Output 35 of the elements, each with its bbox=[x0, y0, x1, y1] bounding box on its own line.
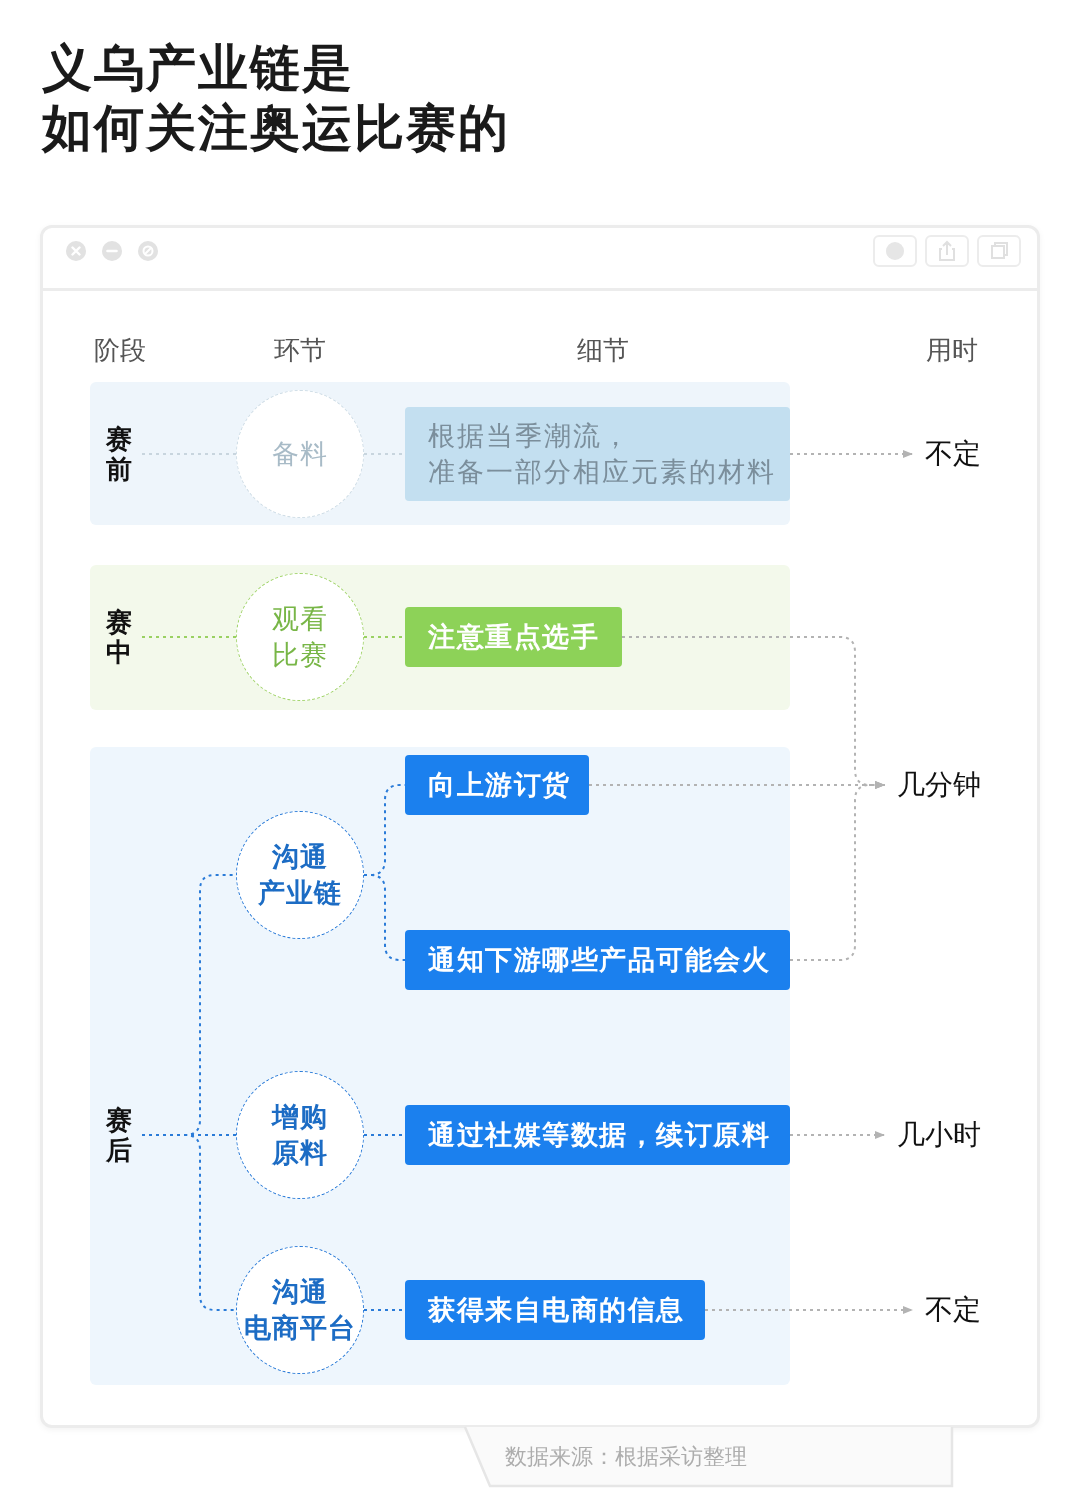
arrow bbox=[789, 450, 914, 458]
duration-label: 几分钟 bbox=[885, 766, 985, 804]
stage-label: 赛中 bbox=[96, 605, 142, 669]
step-circle: 备料 bbox=[236, 390, 364, 518]
stage-band bbox=[90, 565, 790, 710]
step-circle: 沟通电商平台 bbox=[236, 1246, 364, 1374]
column-header: 环节 bbox=[273, 334, 327, 367]
detail-box: 注意重点选手 bbox=[405, 607, 622, 667]
duration-label: 不定 bbox=[913, 1291, 995, 1329]
arrow bbox=[789, 781, 886, 961]
title: 义乌产业链是如何关注奥运比赛的 bbox=[42, 38, 511, 158]
arrow bbox=[789, 1131, 886, 1139]
duration-label: 几小时 bbox=[885, 1116, 985, 1154]
column-header: 用时 bbox=[925, 334, 979, 367]
arrow bbox=[588, 781, 886, 789]
source-note: 数据来源：根据采访整理 bbox=[505, 1443, 747, 1471]
connector-line bbox=[141, 636, 237, 638]
duration-label: 不定 bbox=[913, 435, 995, 473]
stage-band bbox=[90, 382, 790, 525]
column-header: 细节 bbox=[576, 334, 630, 367]
stage-label: 赛后 bbox=[96, 1103, 142, 1167]
connector-line bbox=[141, 453, 237, 455]
detail-box: 获得来自电商的信息 bbox=[405, 1280, 705, 1340]
arrow bbox=[704, 1306, 914, 1314]
connector-line bbox=[141, 1134, 237, 1311]
stage-label: 赛前 bbox=[96, 422, 142, 486]
column-header: 阶段 bbox=[93, 334, 147, 367]
detail-box: 根据当季潮流，准备一部分相应元素的材料 bbox=[405, 407, 790, 501]
detail-box: 向上游订货 bbox=[405, 755, 589, 815]
step-circle: 增购原料 bbox=[236, 1071, 364, 1199]
step-circle: 沟通产业链 bbox=[236, 811, 364, 939]
stage-band bbox=[90, 747, 790, 1385]
step-circle: 观看比赛 bbox=[236, 573, 364, 701]
detail-box: 通过社媒等数据，续订原料 bbox=[405, 1105, 790, 1165]
detail-box: 通知下游哪些产品可能会火 bbox=[405, 930, 790, 990]
